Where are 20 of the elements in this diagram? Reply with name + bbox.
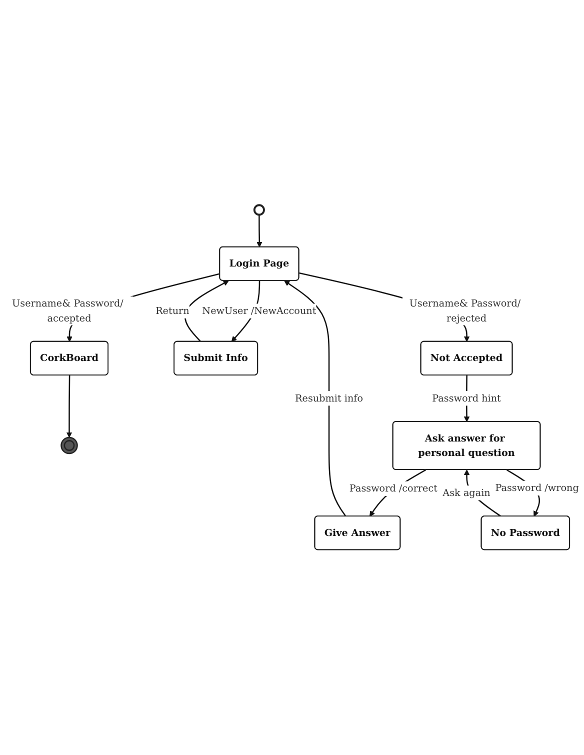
- state-box: Ask answer for personal question: [392, 421, 541, 470]
- edge-label: Return: [156, 304, 190, 318]
- edge-label: Password /wrong: [495, 480, 579, 496]
- arrow: [256, 214, 262, 248]
- state-box: Login Page: [219, 246, 300, 282]
- edge-label: Ask again: [442, 486, 490, 500]
- final-state-circle: [60, 436, 78, 454]
- edge-label: Password hint: [432, 391, 501, 406]
- edge-label: Password /correct: [349, 481, 438, 496]
- state-box: No Password: [480, 516, 570, 550]
- state-box: Submit Info: [174, 340, 258, 376]
- state-box: Give Answer: [314, 516, 401, 550]
- arrow: [284, 280, 346, 517]
- edge-label: NewUser /NewAccount: [202, 304, 316, 318]
- initial-state-circle: [253, 204, 265, 216]
- arrow: [66, 375, 72, 438]
- arrow: [184, 280, 229, 342]
- state-box: CorkBoard: [30, 340, 109, 376]
- state-box: Not Accepted: [420, 340, 513, 376]
- edge-label: Resubmit info: [295, 391, 363, 406]
